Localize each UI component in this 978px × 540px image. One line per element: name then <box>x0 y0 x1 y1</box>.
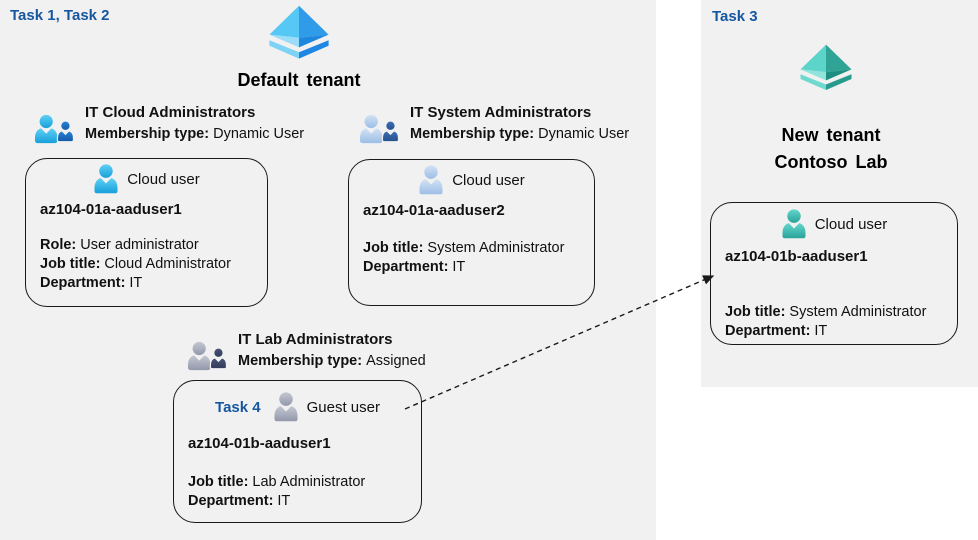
new-tenant-title: New tenant Contoso Lab <box>711 122 951 176</box>
username: az104-01b-aaduser1 <box>188 435 331 452</box>
group-membership: Membership type:Dynamic User <box>410 126 630 142</box>
group-name: IT System Administrators <box>410 104 592 121</box>
guest-user-icon <box>274 392 298 422</box>
user-details: Job title:System Administrator Departmen… <box>725 303 957 341</box>
department-line: Department:IT <box>725 323 828 339</box>
card-header: Task 4 Guest user <box>174 391 421 423</box>
job-title-line: Job title:System Administrator <box>725 304 927 320</box>
card-header-label: Cloud user <box>814 215 888 233</box>
group-name: IT Cloud Administrators <box>85 104 256 121</box>
group-users-icon <box>359 114 400 144</box>
department-line: Department:IT <box>363 259 466 275</box>
department-line: Department:IT <box>40 275 143 291</box>
card-header-label: Cloud user <box>452 171 525 189</box>
group-membership: Membership type:Dynamic User <box>85 126 305 142</box>
job-title-line: Job title:System Administrator <box>363 240 565 256</box>
task-3-label: Task 3 <box>712 8 758 25</box>
new-tenant-cloud-user-card: Cloud user az104-01b-aaduser1 Job title:… <box>710 202 958 345</box>
card-header: Cloud user <box>349 164 594 196</box>
group-membership: Membership type:Assigned <box>238 353 426 369</box>
username: az104-01a-aaduser1 <box>40 201 182 218</box>
card-header: Cloud user <box>26 163 267 195</box>
group-name: IT Lab Administrators <box>238 331 393 348</box>
card-header-label: Guest user <box>306 398 380 416</box>
job-title-line: Job title:Lab Administrator <box>188 474 366 490</box>
username: az104-01b-aaduser1 <box>725 248 868 265</box>
username: az104-01a-aaduser2 <box>363 202 505 219</box>
user-details: Job title:Lab Administrator Department:I… <box>188 473 421 511</box>
new-tenant-line2: Contoso Lab <box>774 152 888 172</box>
card-header-label: Cloud user <box>127 170 200 188</box>
new-tenant-line1: New tenant <box>781 125 881 145</box>
cloud-user-card-aaduser1: Cloud user az104-01a-aaduser1 Role:User … <box>25 158 268 307</box>
default-tenant-title: Default tenant <box>237 70 361 90</box>
default-tenant-panel <box>0 0 656 540</box>
card-header: Cloud user <box>711 208 957 240</box>
new-tenant-diamond-icon <box>800 44 852 91</box>
cloud-user-icon <box>782 209 806 239</box>
group-it-cloud-administrators: IT Cloud Administrators Membership type:… <box>33 104 304 147</box>
group-it-system-administrators: IT System Administrators Membership type… <box>358 104 629 147</box>
cloud-user-card-aaduser2: Cloud user az104-01a-aaduser2 Job title:… <box>348 159 595 306</box>
group-users-icon <box>187 341 228 371</box>
cloud-user-icon <box>419 165 443 195</box>
task-1-2-label: Task 1, Task 2 <box>10 7 110 24</box>
user-details: Role:User administrator Job title:Cloud … <box>40 236 267 293</box>
task-4-label: Task 4 <box>215 398 261 416</box>
department-line: Department:IT <box>188 493 291 509</box>
user-details: Job title:System Administrator Departmen… <box>363 239 594 277</box>
guest-user-card: Task 4 Guest user az104-01b-aaduser1 Job… <box>173 380 422 523</box>
cloud-user-icon <box>94 164 118 194</box>
group-users-icon <box>34 114 75 144</box>
job-title-line: Job title:Cloud Administrator <box>40 256 231 272</box>
group-it-lab-administrators: IT Lab Administrators Membership type:As… <box>186 331 426 374</box>
default-tenant-diamond-icon <box>269 5 329 59</box>
role-line: Role:User administrator <box>40 237 199 253</box>
